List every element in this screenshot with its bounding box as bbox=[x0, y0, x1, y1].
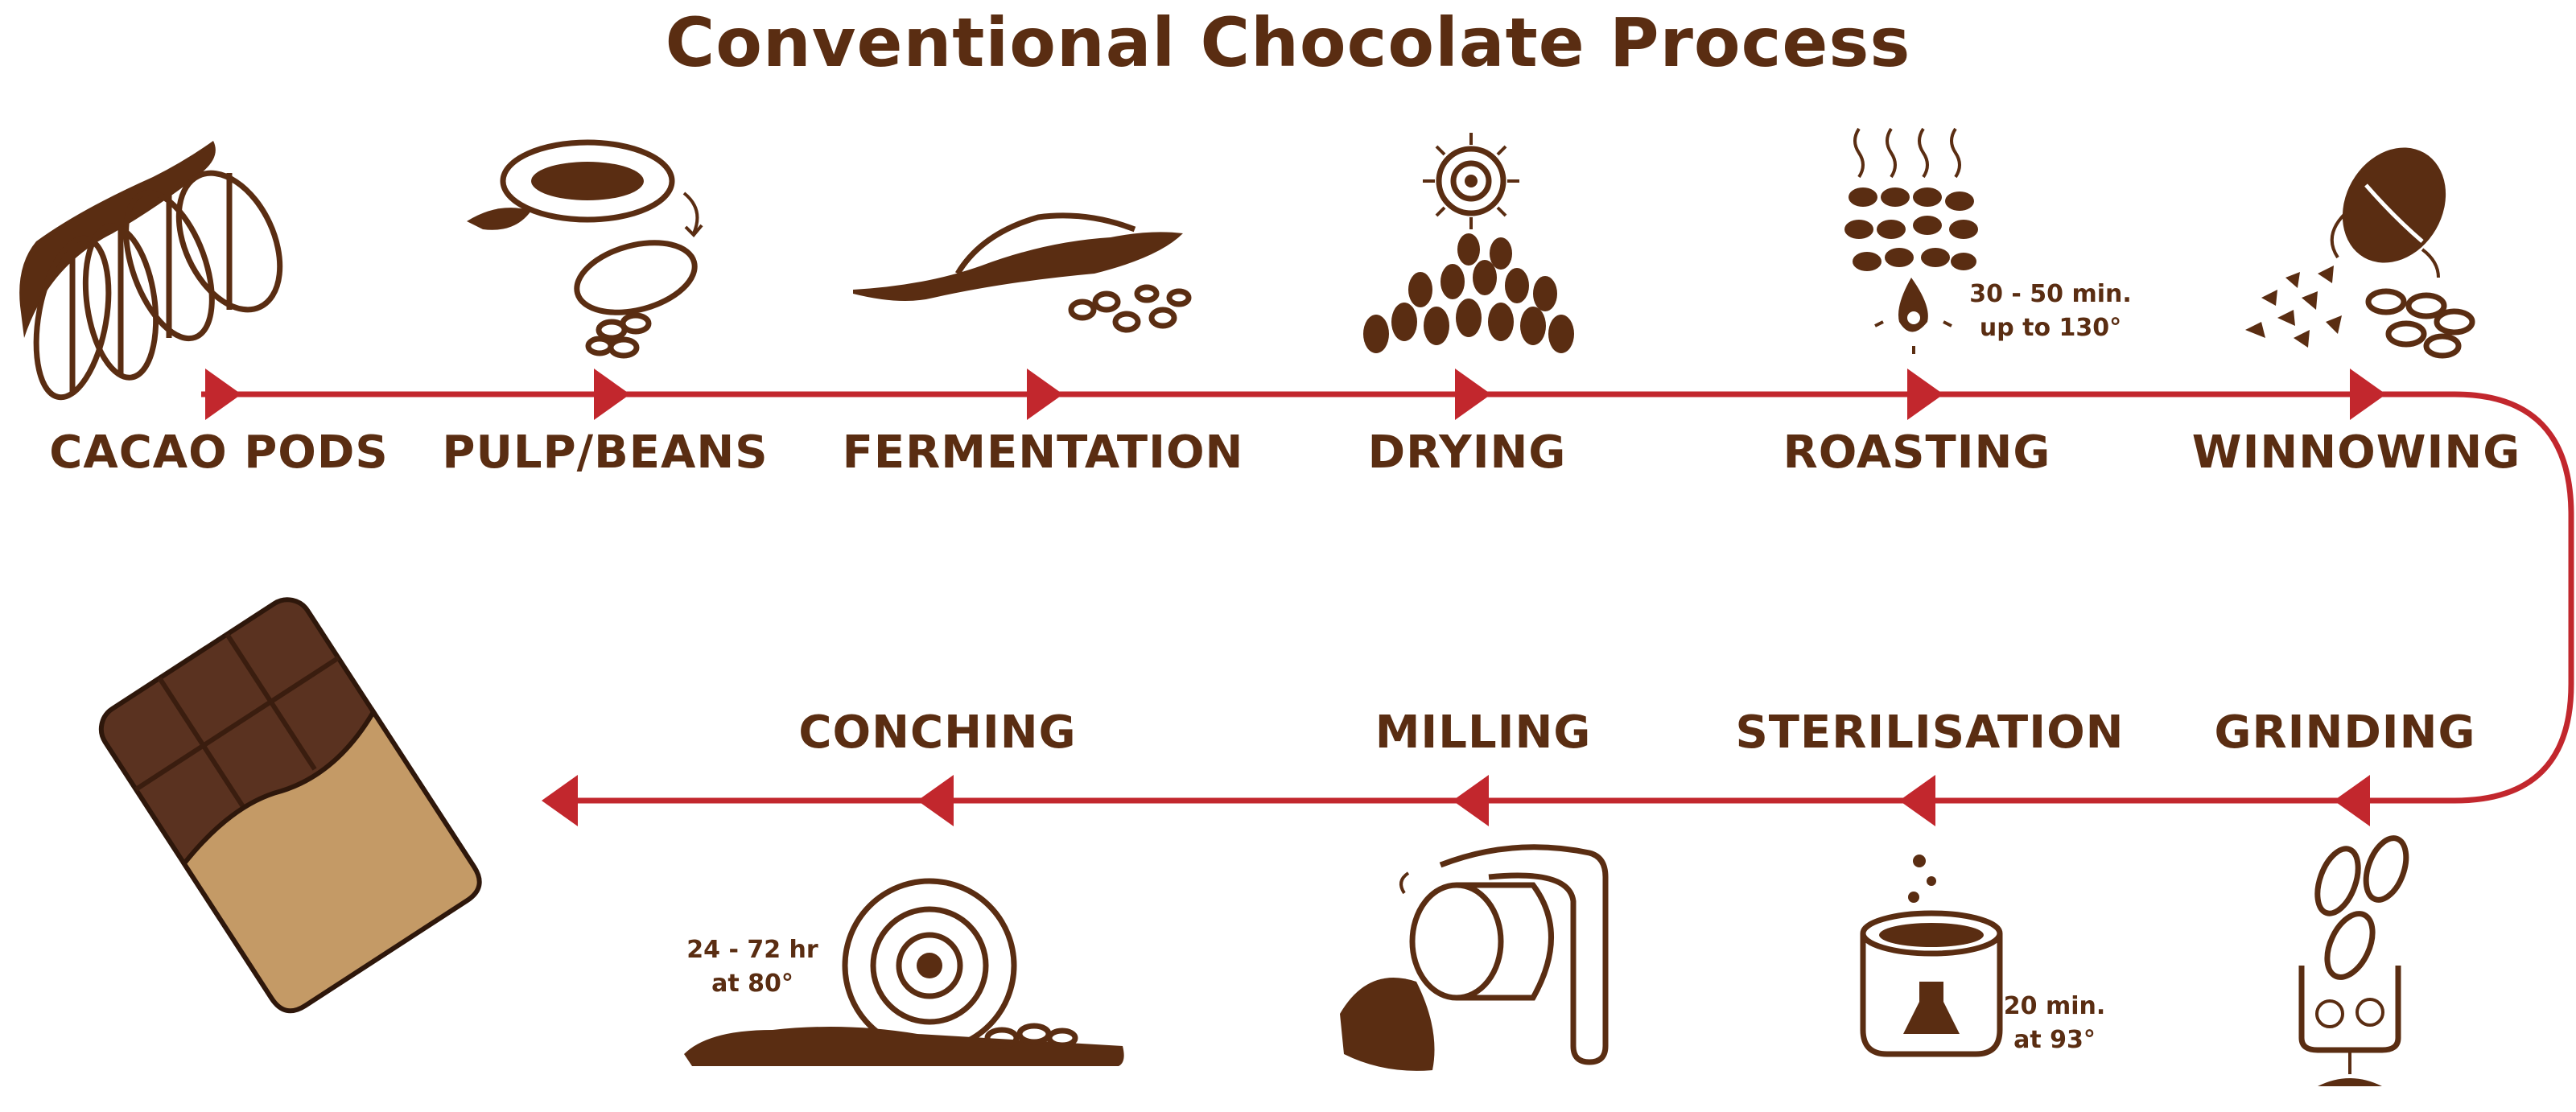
flow-arrow bbox=[542, 775, 578, 826]
chocolate-bar-icon bbox=[98, 597, 482, 1014]
fermentation-icon bbox=[853, 212, 1192, 333]
step-label-conching: CONCHING bbox=[798, 706, 1077, 759]
sterilisation-pot-icon bbox=[1860, 855, 2003, 1057]
step-label-roasting: ROASTING bbox=[1783, 426, 2051, 479]
step-label-milling: MILLING bbox=[1375, 706, 1592, 759]
conching-note: 24 - 72 hr at 80° bbox=[686, 936, 818, 998]
conching-wheel-icon bbox=[684, 878, 1124, 1066]
flow-arrow bbox=[1907, 369, 1943, 420]
grinding-icon bbox=[2298, 835, 2409, 1086]
flow-line bbox=[201, 369, 2574, 826]
flow-arrow bbox=[205, 369, 241, 420]
pulp-beans-icon bbox=[467, 139, 703, 359]
flow-arrow bbox=[2334, 775, 2370, 826]
flow-arrow bbox=[1455, 369, 1491, 420]
roasting-note: 30 - 50 min. up to 130° bbox=[1969, 280, 2132, 342]
step-label-winnowing: WINNOWING bbox=[2191, 426, 2521, 479]
sterilisation-note: 20 min. at 93° bbox=[2003, 992, 2106, 1054]
milling-roller-icon bbox=[1340, 844, 1609, 1071]
winnowing-icon bbox=[2245, 147, 2475, 359]
step-label-drying: DRYING bbox=[1367, 426, 1567, 479]
flow-arrow bbox=[2350, 369, 2386, 420]
step-label-cacao-pods: CACAO PODS bbox=[49, 426, 389, 479]
flow-arrow bbox=[917, 775, 954, 826]
cacao-pods-icon bbox=[19, 141, 283, 401]
flow-arrow bbox=[1899, 775, 1935, 826]
flow-arrow bbox=[1453, 775, 1489, 826]
step-label-sterilisation: STERILISATION bbox=[1735, 706, 2125, 759]
step-label-pulp-beans: PULP/BEANS bbox=[442, 426, 769, 479]
page-title: Conventional Chocolate Process bbox=[665, 3, 1911, 82]
drying-sun-icon bbox=[1363, 133, 1574, 353]
step-label-grinding: GRINDING bbox=[2214, 706, 2476, 759]
roasting-icon bbox=[1844, 127, 1978, 354]
flow-arrow bbox=[1027, 369, 1063, 420]
flow-arrow bbox=[594, 369, 630, 420]
step-label-fermentation: FERMENTATION bbox=[842, 426, 1244, 479]
